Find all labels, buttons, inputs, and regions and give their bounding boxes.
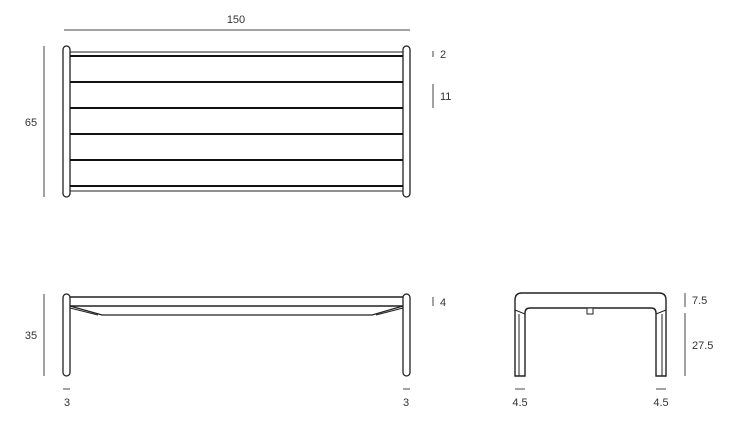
- width-dimension-label: 150: [227, 14, 245, 26]
- slat-dimension-label: 11: [440, 91, 451, 103]
- frame-height-dimension-label: 7.5: [692, 295, 707, 307]
- edge-slat-dimension-label: 2: [440, 49, 446, 61]
- end-frame-step-right: [655, 309, 667, 315]
- leg-height-dimension-label: 27.5: [692, 340, 713, 352]
- height-dimension-label: 35: [25, 330, 37, 342]
- top-right-post: [402, 45, 411, 198]
- end-left-leg-dimension-label: 4.5: [512, 397, 527, 409]
- right-leg-dimension-label: 3: [403, 397, 409, 409]
- end-center-tab: [586, 307, 594, 315]
- side-left-leg: [62, 293, 71, 377]
- depth-dimension-label: 65: [25, 117, 37, 129]
- seat-brace: [69, 305, 404, 316]
- top-slats: [70, 51, 403, 192]
- brace-slant-left: [69, 307, 99, 316]
- brace-slant-right: [375, 307, 404, 316]
- side-view: 35 4 3 3: [25, 293, 446, 409]
- end-right-leg-dimension-label: 4.5: [653, 397, 668, 409]
- end-view: 7.5 27.5 4.5 4.5: [512, 292, 713, 409]
- end-frame-step-left: [514, 309, 526, 315]
- end-frame-outline: [514, 292, 667, 377]
- seat-thickness-dimension-label: 4: [440, 297, 446, 309]
- left-leg-dimension-label: 3: [64, 397, 70, 409]
- top-view: 150 65 2 11: [25, 14, 451, 198]
- top-left-post: [62, 45, 71, 198]
- side-right-leg: [402, 293, 411, 377]
